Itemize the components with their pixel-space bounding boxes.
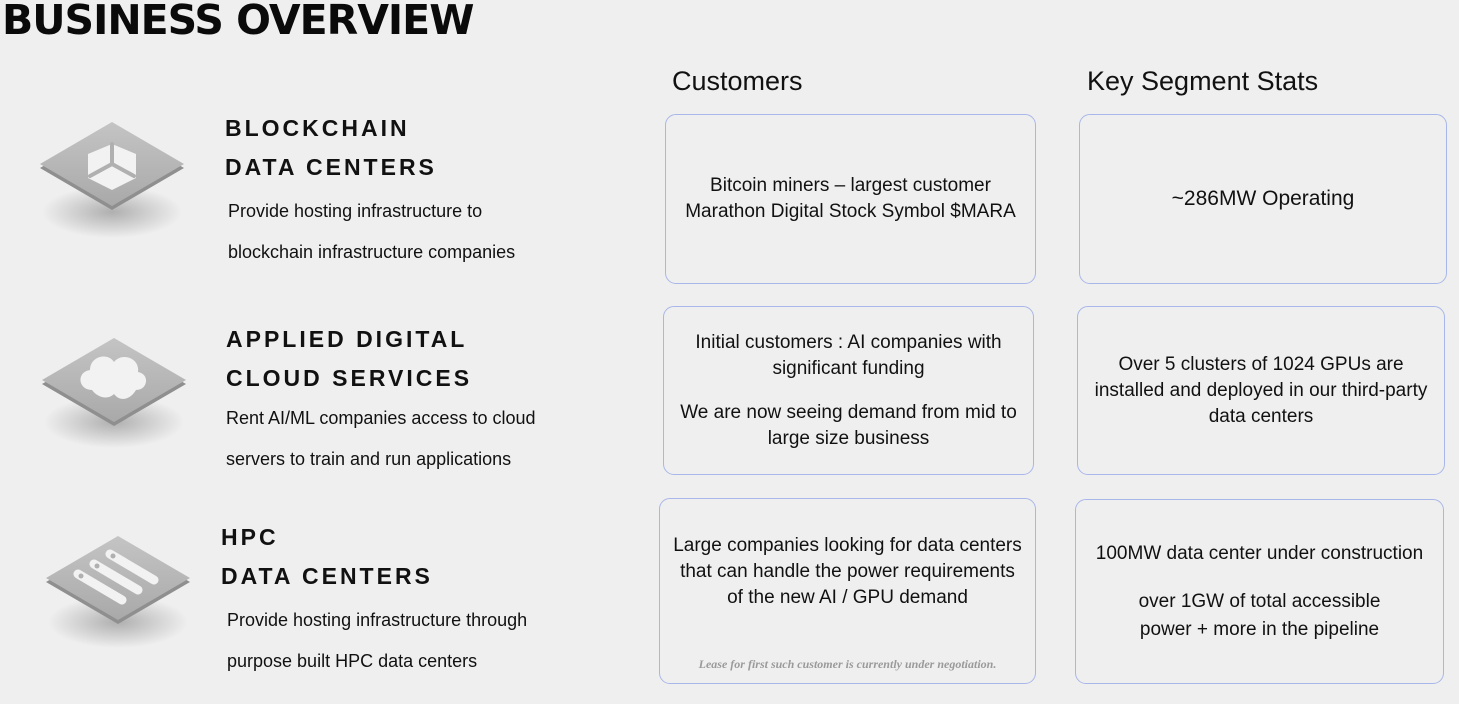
customers-box-cloud: Initial customers : AI companies with si… [663,306,1034,475]
stats-box-hpc: 100MW data center under construction ove… [1075,499,1444,684]
page-title: BUSINESS OVERVIEW [2,0,474,44]
negotiation-note: Lease for first such customer is current… [698,657,997,671]
segment-description-hpc: Provide hosting infrastructure through p… [227,610,528,671]
stats-box-blockchain: ~286MW Operating [1079,114,1447,284]
segment-name-hpc: HPC DATA CENTERS [221,524,433,589]
segment-description-blockchain: Provide hosting infrastructure to blockc… [228,201,516,262]
stats-box-cloud: Over 5 clusters of 1024 GPUs are install… [1077,306,1445,475]
server-rack-icon [46,536,190,648]
cloud-icon [42,338,186,448]
customers-column-heading: Customers [672,66,803,96]
segment-description-cloud: Rent AI/ML companies access to cloud ser… [226,408,536,469]
cube-icon [40,122,184,238]
customers-box-hpc: Large companies looking for data centers… [659,498,1036,684]
segment-name-cloud: APPLIED DIGITAL CLOUD SERVICES [226,326,473,391]
segment-name-blockchain: BLOCKCHAIN DATA CENTERS [225,115,437,180]
stats-column-heading: Key Segment Stats [1087,66,1319,96]
customers-box-blockchain: Bitcoin miners – largest customer Marath… [665,114,1036,284]
